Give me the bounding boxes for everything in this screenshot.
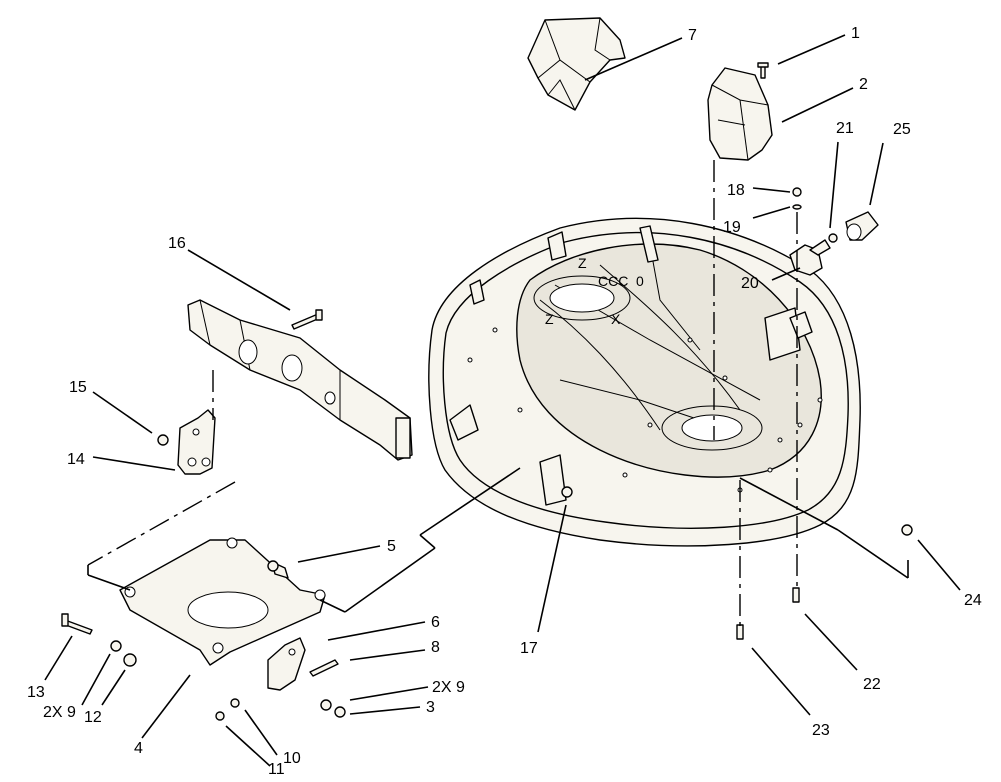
deck-marking-right: X	[611, 311, 621, 327]
washer-19	[792, 204, 802, 210]
nut-3	[334, 706, 346, 718]
callout-2: 2	[859, 76, 868, 93]
callout-17: 17	[520, 640, 538, 657]
bolt-16	[291, 309, 323, 330]
callout-13: 13	[27, 684, 45, 701]
callout-leaders	[44, 34, 961, 767]
callout-11: 11	[268, 761, 285, 778]
washer-21	[828, 233, 838, 243]
nut-15	[157, 434, 169, 446]
deck-marking-left: Z	[545, 311, 554, 327]
callout-10: 10	[283, 750, 301, 767]
callout-4: 4	[134, 740, 143, 757]
nut-24	[901, 524, 913, 536]
screw-1	[757, 62, 769, 79]
callout-9a: 2X 9	[43, 704, 76, 721]
assembly-lines	[87, 160, 909, 628]
callout-5: 5	[387, 538, 396, 555]
nut-17	[561, 486, 573, 498]
nut-11	[215, 711, 225, 721]
callout-15: 15	[69, 379, 87, 396]
bolt-22	[792, 587, 800, 603]
callout-8: 8	[431, 639, 440, 656]
pin-5	[267, 560, 289, 579]
callout-23: 23	[812, 722, 830, 739]
callout-21: 21	[836, 120, 854, 137]
callout-3: 3	[426, 699, 435, 716]
deck-marking-center: CCC	[598, 273, 628, 289]
bolt-23	[736, 624, 744, 640]
washer-10	[230, 698, 240, 708]
callout-24: 24	[964, 592, 982, 609]
mower-deck-housing	[428, 217, 861, 547]
deck-marking-top: Z	[578, 255, 587, 271]
discharge-chute-7	[527, 17, 626, 111]
callout-1: 1	[851, 25, 860, 42]
callout-20: 20	[741, 275, 759, 292]
callout-labels: 1 2 3 4 5 6 7 8 2X 9 2X 9 10 11 12 13 14…	[27, 25, 982, 778]
callout-19: 19	[723, 219, 741, 236]
callout-18: 18	[727, 182, 745, 199]
bracket-6	[267, 637, 306, 691]
pivot-arm-16	[187, 299, 413, 461]
callout-7: 7	[688, 27, 697, 44]
spacer-12	[123, 653, 137, 667]
cap-25	[845, 211, 879, 241]
washer-9b	[320, 699, 332, 711]
callout-22: 22	[863, 676, 881, 693]
bracket-14	[177, 409, 216, 475]
deck-marking-center-suffix: 0	[636, 273, 644, 289]
callout-25: 25	[893, 121, 911, 138]
nut-18	[792, 187, 802, 197]
callout-16: 16	[168, 235, 186, 252]
bolt-13	[61, 613, 93, 635]
chute-deflector-2	[707, 67, 773, 161]
callout-9b: 2X 9	[432, 679, 465, 696]
bolt-8	[309, 659, 339, 677]
callout-12: 12	[84, 709, 102, 726]
washer-9a	[110, 640, 122, 652]
callout-14: 14	[67, 451, 85, 468]
callout-6: 6	[431, 614, 440, 631]
